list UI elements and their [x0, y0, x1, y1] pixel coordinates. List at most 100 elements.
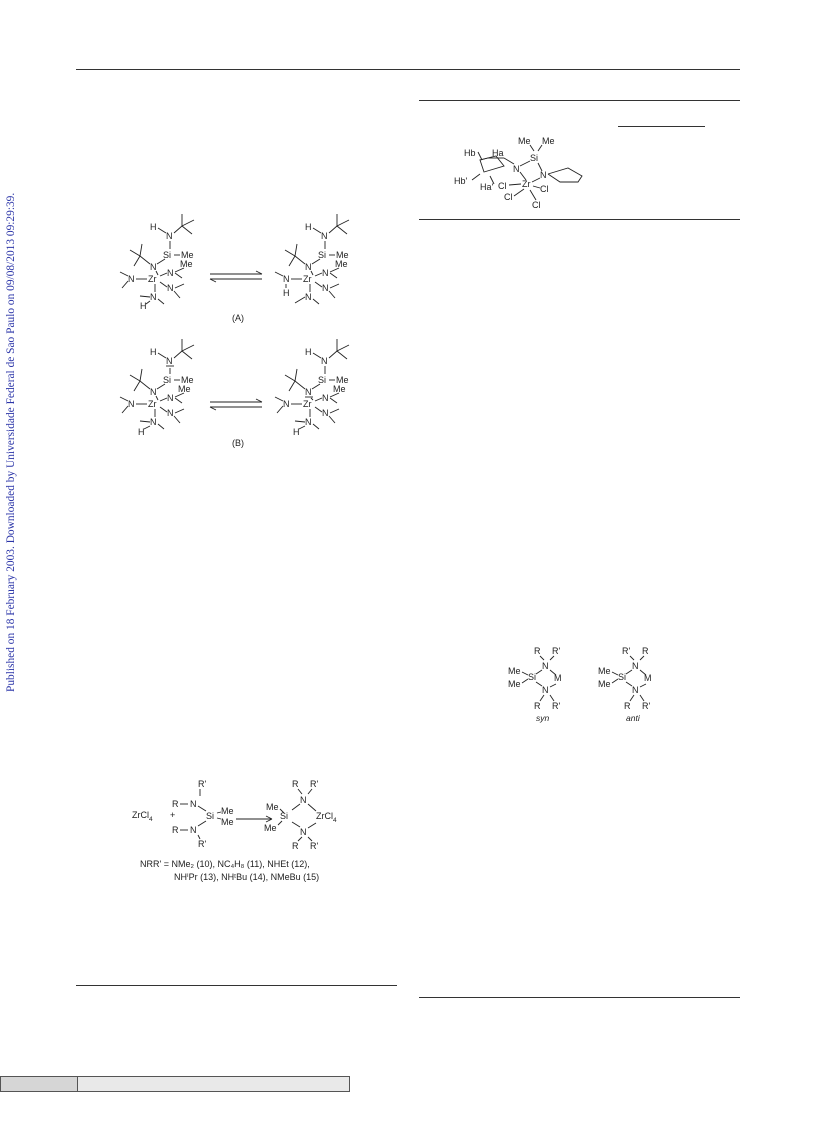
atom-label: Ha': [480, 182, 494, 192]
plus-sign: +: [170, 810, 175, 820]
atom-label: N: [322, 393, 329, 403]
atom-label: Me: [180, 259, 193, 269]
zrcl4-reaction-scheme: ZrCl4 + R' R N Si Me Me R N R' R: [128, 775, 378, 887]
atom-label: N: [167, 268, 174, 278]
atom-label: R: [642, 646, 649, 656]
table-bottom-rule: [419, 219, 740, 220]
atom-label: Ha: [492, 148, 504, 158]
atom-label: N: [322, 283, 329, 293]
atom-label: N: [542, 661, 549, 671]
atom-label: H: [283, 288, 290, 298]
atom-label: Me: [598, 679, 611, 689]
equilibrium-scheme: H N Si Me Me N Zr N N N N: [110, 200, 380, 460]
atom-label: N: [300, 795, 307, 805]
atom-label: Me: [598, 666, 611, 676]
molecule-a-right: H N Si Me Me N Zr N H N N: [274, 214, 350, 305]
atom-label: Me: [336, 250, 349, 260]
atom-label: N: [322, 408, 329, 418]
atom-label: N: [167, 408, 174, 418]
atom-label: Si: [318, 250, 326, 260]
atom-label: Me: [336, 375, 349, 385]
atom-label: N: [166, 231, 173, 241]
atom-label: Zr: [522, 179, 531, 189]
atom-label: H: [305, 222, 312, 232]
atom-label: H: [138, 427, 145, 437]
page-footer-cell: [1, 1077, 78, 1091]
anti-label: anti: [626, 713, 641, 723]
atom-label: Cl: [532, 200, 541, 210]
download-notice: Published on 18 February 2003. Downloade…: [3, 150, 23, 710]
atom-label: R': [198, 779, 206, 789]
atom-label: Me: [264, 823, 277, 833]
atom-label: N: [167, 393, 174, 403]
atom-label: N: [150, 417, 157, 427]
atom-label: R: [534, 646, 541, 656]
atom-label: N: [305, 387, 312, 397]
atom-label: Hb: [464, 148, 476, 158]
atom-label: R': [198, 839, 206, 849]
atom-label: R: [172, 799, 179, 809]
atom-label: Cl: [504, 192, 513, 202]
atom-label: N: [190, 825, 197, 835]
atom-label: N: [321, 356, 328, 366]
atom-label: Me: [221, 817, 234, 827]
atom-label: Zr: [148, 399, 157, 409]
page-footer-bar: [0, 1076, 350, 1092]
atom-label: Me: [508, 666, 521, 676]
atom-label: Si: [528, 672, 536, 682]
molecule-b-left: H N Si Me Me N Zr N N N: [119, 339, 195, 437]
atom-label: H: [293, 427, 300, 437]
atom-label: Zr: [303, 274, 312, 284]
atom-label: N: [283, 274, 290, 284]
atom-label: N: [305, 262, 312, 272]
atom-label: N: [190, 799, 197, 809]
reaction-arrow: [236, 815, 273, 823]
atom-label: N: [321, 231, 328, 241]
left-column-footnote-rule: [76, 985, 397, 986]
atom-label: M: [644, 673, 652, 683]
atom-label: N: [632, 661, 639, 671]
syn-isomer: R R' N Si M Me Me N R R' syn: [508, 646, 562, 723]
atom-label: R': [622, 646, 630, 656]
atom-label: N: [632, 685, 639, 695]
molecule-a-left: H N Si Me Me N Zr N N N N: [119, 214, 195, 311]
atom-label: Si: [618, 672, 626, 682]
atom-label: N: [513, 164, 520, 174]
right-column-bottom-rule: [419, 997, 740, 998]
atom-label: R: [534, 701, 541, 711]
atom-label: Si: [163, 250, 171, 260]
product-complex: R R' N Si ZrCl4 Me Me N R R': [264, 779, 337, 851]
atom-label: Si: [163, 375, 171, 385]
reactant-silanediamine: R' R N Si Me Me R N R': [172, 779, 234, 849]
anti-isomer: R' R N Si M Me Me N R R' anti: [598, 646, 652, 723]
atom-label: N: [167, 283, 174, 293]
scheme-label-b: (B): [232, 438, 244, 448]
atom-label: H: [150, 222, 157, 232]
download-notice-text: Published on 18 February 2003. Downloade…: [5, 192, 17, 692]
atom-label: M: [554, 673, 562, 683]
header-rule: [76, 69, 740, 70]
product-zrcl4: ZrCl4: [316, 811, 337, 824]
molecule-b-right: H N Si Me Me N Zr N N N: [274, 339, 350, 437]
atom-label: H: [140, 301, 147, 311]
zirconium-complex-structure: Hb Hb' Ha Ha' N Si Me Me N Zr Cl Cl Cl C…: [450, 128, 600, 212]
atom-label: R: [292, 779, 299, 789]
atom-label: Me: [333, 384, 346, 394]
atom-label: N: [150, 387, 157, 397]
atom-label: Me: [178, 384, 191, 394]
atom-label: N: [540, 170, 547, 180]
atom-label: R': [552, 646, 560, 656]
atom-label: Si: [280, 811, 288, 821]
atom-label: Hb': [454, 176, 468, 186]
atom-label: R: [292, 841, 299, 851]
atom-label: R': [310, 841, 318, 851]
atom-label: N: [300, 827, 307, 837]
atom-label: Me: [181, 375, 194, 385]
atom-label: N: [128, 399, 135, 409]
scheme-label-a: (A): [232, 313, 244, 323]
reaction-legend-line-1: NRR' = NMe₂ (10), NC₄H₈ (11), NHEt (12),: [140, 859, 310, 869]
syn-label: syn: [536, 713, 550, 723]
atom-label: Me: [266, 802, 279, 812]
atom-label: Me: [508, 679, 521, 689]
table-top-rule: [419, 100, 740, 101]
